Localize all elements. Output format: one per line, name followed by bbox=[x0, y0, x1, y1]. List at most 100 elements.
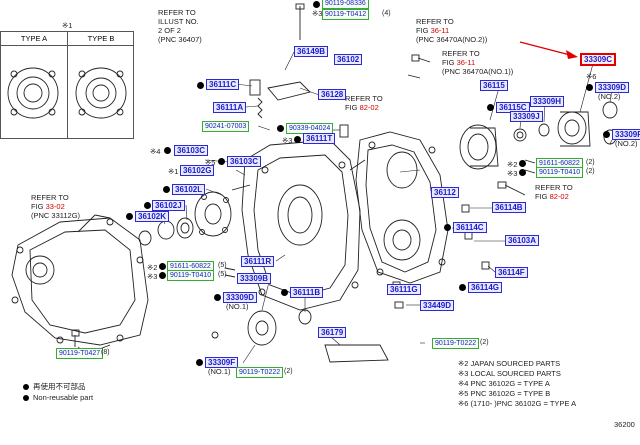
part-36102[interactable]: 36102 bbox=[334, 54, 363, 65]
nonreusable-dot bbox=[294, 136, 301, 143]
mark-36102g: ※1 bbox=[168, 167, 179, 176]
part-36111t[interactable]: 36111T bbox=[303, 133, 336, 144]
nonreusable-dot bbox=[313, 1, 320, 8]
part-90119-t0222-b[interactable]: 90119-T0222 bbox=[236, 367, 284, 378]
nonreusable-dot bbox=[459, 284, 466, 291]
part-36149b[interactable]: 36149B bbox=[294, 46, 329, 57]
part-33309f-r[interactable]: 33309F bbox=[612, 129, 640, 140]
part-36114g[interactable]: 36114G bbox=[468, 282, 503, 293]
type-table-footnote: ※1 bbox=[62, 21, 73, 30]
qty-0222-a: (2) bbox=[480, 339, 489, 346]
nonreusable-dot bbox=[519, 169, 526, 176]
part-36103c-b[interactable]: 36103C bbox=[227, 156, 262, 167]
mark-3-top: ※3 bbox=[312, 9, 323, 18]
nonreusable-dot bbox=[586, 84, 593, 91]
part-90241-07003[interactable]: 90241-07003 bbox=[202, 121, 250, 132]
qty-90119-t0412: (4) bbox=[382, 10, 391, 17]
nonreusable-dot bbox=[444, 224, 451, 231]
part-36111b[interactable]: 36111B bbox=[290, 287, 324, 298]
fig33-link[interactable]: 33-02 bbox=[45, 202, 65, 211]
mark-36111t: ※3 bbox=[282, 136, 293, 145]
mark-90119-l: ※3 bbox=[147, 272, 158, 281]
qty-90119-t0427: (8) bbox=[101, 349, 110, 356]
part-36111r[interactable]: 36111R bbox=[241, 256, 275, 267]
nonreusable-dot bbox=[603, 131, 610, 138]
no1-33309f: (NO.1) bbox=[208, 367, 231, 376]
part-36114b[interactable]: 36114B bbox=[492, 202, 526, 213]
nonreusable-dot bbox=[159, 263, 166, 270]
legend-dot-jp bbox=[23, 384, 29, 391]
mark-33309: ※6 bbox=[586, 72, 597, 81]
part-36114c[interactable]: 36114C bbox=[453, 222, 487, 233]
nonreusable-dot bbox=[197, 82, 204, 89]
nonreusable-dot bbox=[144, 202, 151, 209]
nonreusable-dot bbox=[277, 125, 284, 132]
nonreusable-dot bbox=[519, 160, 526, 167]
part-36102l[interactable]: 36102L bbox=[172, 184, 206, 195]
type-table: TYPE A TYPE B bbox=[0, 31, 134, 139]
mark-90119-r: ※3 bbox=[507, 169, 518, 178]
part-33449d[interactable]: 33449D bbox=[420, 300, 455, 311]
transmission-case-drawing bbox=[11, 214, 149, 353]
part-36102k[interactable]: 36102K bbox=[135, 211, 170, 222]
part-33309d-l[interactable]: 33309D bbox=[223, 292, 258, 303]
part-36111a[interactable]: 36111A bbox=[213, 102, 247, 113]
part-33309c[interactable]: 33309C bbox=[580, 53, 617, 66]
part-90119-t0222-a[interactable]: 90119-T0222 bbox=[432, 338, 480, 349]
part-33309f-l[interactable]: 33309F bbox=[205, 357, 239, 368]
part-36111c[interactable]: 36111C bbox=[206, 79, 240, 90]
part-90119-t0410-r[interactable]: 90119-T0410 bbox=[536, 167, 584, 178]
nonreusable-dot bbox=[159, 272, 166, 279]
mark-91611-l: ※2 bbox=[147, 263, 158, 272]
type-b-housing-drawing bbox=[75, 67, 127, 119]
no2-33309f: (NO.2) bbox=[615, 139, 638, 148]
part-33309h[interactable]: 33309H bbox=[530, 96, 565, 107]
part-33309d-r[interactable]: 33309D bbox=[595, 82, 630, 93]
part-36111g[interactable]: 36111G bbox=[387, 284, 421, 295]
part-36103c-a[interactable]: 36103C bbox=[174, 145, 209, 156]
fig82-right-link[interactable]: 82-02 bbox=[549, 192, 569, 201]
type-a-header: TYPE A bbox=[1, 32, 67, 46]
type-a-housing-drawing bbox=[7, 67, 59, 119]
nonreusable-dot bbox=[487, 104, 494, 111]
qty-91611-l: (5) bbox=[218, 262, 227, 269]
fig82-left-link[interactable]: 82-02 bbox=[359, 103, 379, 112]
case-half-right-drawing bbox=[355, 131, 449, 284]
part-36103a[interactable]: 36103A bbox=[505, 235, 540, 246]
part-36115[interactable]: 36115 bbox=[480, 80, 508, 91]
nonreusable-dot bbox=[196, 359, 203, 366]
part-36112[interactable]: 36112 bbox=[431, 187, 459, 198]
part-36114f[interactable]: 36114F bbox=[495, 267, 528, 278]
mark-91611-r: ※2 bbox=[507, 160, 518, 169]
fig36-top-link[interactable]: 36-11 bbox=[430, 26, 450, 35]
no1-33309d: (NO.1) bbox=[226, 302, 249, 311]
fig36-mid-link[interactable]: 36-11 bbox=[456, 58, 476, 67]
no2-33309d: (NO.2) bbox=[598, 92, 621, 101]
part-36102g[interactable]: 36102G bbox=[180, 165, 215, 176]
mark-36103c-a: ※4 bbox=[150, 147, 161, 156]
part-90119-08336[interactable]: 90119-08336 bbox=[322, 0, 369, 9]
diagram-code: 36200 bbox=[614, 420, 635, 429]
qty-91611-r: (2) bbox=[586, 159, 595, 166]
nonreusable-dot bbox=[126, 213, 133, 220]
part-33309j[interactable]: 33309J bbox=[510, 111, 543, 122]
part-90119-t0427[interactable]: 90119-T0427 bbox=[56, 348, 104, 359]
extension-flange-drawing bbox=[459, 101, 618, 170]
qty-90119-r: (2) bbox=[586, 168, 595, 175]
part-90119-t0412[interactable]: 90119-T0412 bbox=[322, 9, 370, 20]
qty-0222-b: (2) bbox=[284, 368, 293, 375]
legend-dot-en bbox=[23, 395, 29, 402]
nonreusable-dot bbox=[281, 289, 288, 296]
nonreusable-dot bbox=[218, 158, 225, 165]
type-b-header: TYPE B bbox=[68, 32, 134, 46]
part-33309b[interactable]: 33309B bbox=[237, 273, 272, 284]
nonreusable-dot bbox=[164, 147, 171, 154]
part-36102j[interactable]: 36102J bbox=[152, 200, 185, 211]
part-36179[interactable]: 36179 bbox=[318, 327, 347, 338]
part-90119-t0410-l[interactable]: 90119-T0410 bbox=[167, 270, 215, 281]
highlight-arrow bbox=[519, 41, 578, 59]
nonreusable-dot bbox=[214, 294, 221, 301]
nonreusable-dot bbox=[163, 186, 170, 193]
part-36128[interactable]: 36128 bbox=[318, 89, 347, 100]
